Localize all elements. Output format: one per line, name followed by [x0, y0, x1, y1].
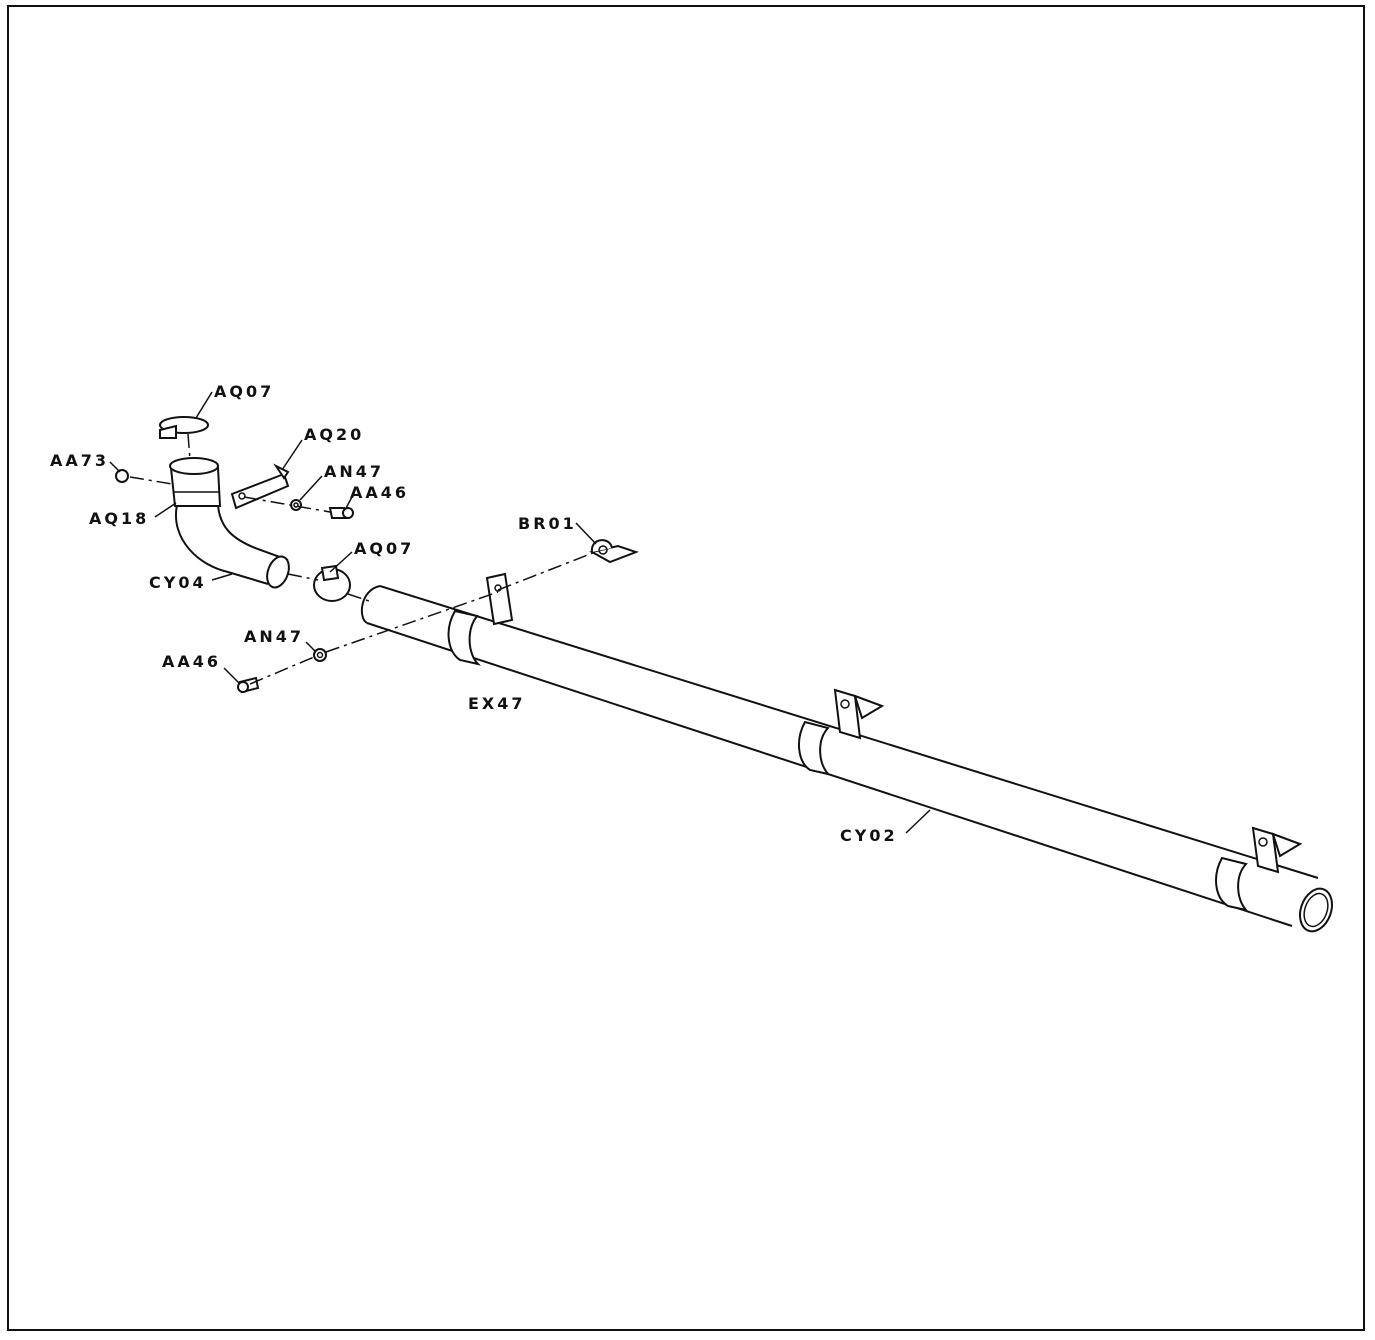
- label-aa46-low: AA46: [162, 652, 221, 671]
- label-aq18: AQ18: [89, 509, 149, 528]
- callout-labels: AQ07 AQ20 AN47 AA46 AA73 AQ18 CY04 AQ07 …: [50, 382, 898, 845]
- elbow-pipe-cy04: [174, 504, 290, 589]
- leader-lines: [109, 391, 931, 834]
- bolt-aa46-low: [237, 676, 260, 694]
- pipe-clamp-band-1: [447, 609, 482, 666]
- hanger-bracket-2: [833, 688, 885, 740]
- label-an47-top: AN47: [324, 462, 384, 481]
- pipe-clamp-band-3: [1215, 856, 1249, 912]
- label-aa73: AA73: [50, 451, 109, 470]
- sleeve-aq18: [169, 457, 222, 507]
- label-cy04: CY04: [149, 573, 207, 592]
- label-aq07-top: AQ07: [214, 382, 274, 401]
- strap-aq20: [230, 463, 290, 510]
- hanger-bracket-1: [485, 572, 514, 626]
- nut-aa73: [115, 469, 129, 483]
- bolt-aa46-top: [328, 507, 354, 519]
- drawing-frame: [7, 5, 1365, 1331]
- clamp-aq07-top: [159, 416, 209, 439]
- hanger-bracket-3: [1251, 826, 1303, 874]
- washer-an47-top: [290, 499, 302, 511]
- pipe-clamp-band-2: [798, 720, 831, 776]
- assembly-lines: [129, 433, 599, 685]
- label-br01: BR01: [518, 514, 577, 533]
- washer-an47-low: [313, 648, 327, 662]
- bracket-br01: [589, 539, 639, 564]
- label-aq20: AQ20: [304, 425, 364, 444]
- label-aa46-top: AA46: [350, 483, 409, 502]
- tailpipe-cy02: [360, 585, 1333, 933]
- label-cy02: CY02: [840, 826, 898, 845]
- clamp-aq07-mid: [313, 564, 351, 602]
- label-ex47: EX47: [468, 694, 526, 713]
- label-aq07-mid: AQ07: [354, 539, 414, 558]
- label-an47-low: AN47: [244, 627, 304, 646]
